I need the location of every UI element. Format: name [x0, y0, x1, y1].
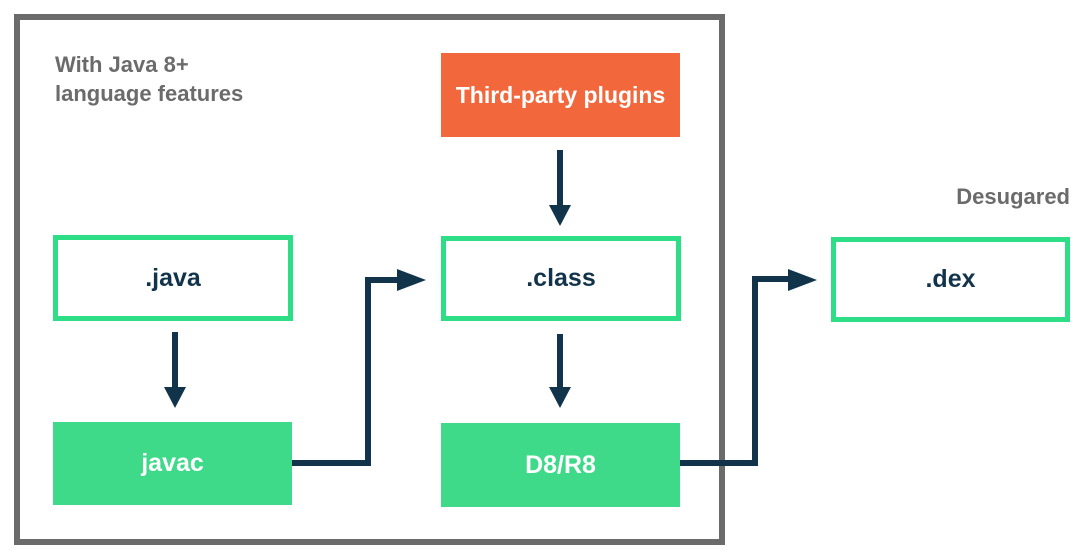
- caption-line1: With Java 8+: [55, 52, 189, 77]
- arrow-d8r8-to-dex-segment-vertical: [752, 276, 758, 466]
- arrow-thirdparty-to-class-shaft: [557, 150, 563, 205]
- node-javac-compiler: javac: [53, 422, 292, 505]
- node-javac-compiler-label: javac: [141, 449, 204, 477]
- compilation-boundary-frame: [14, 14, 725, 545]
- node-dex-file: .dex: [831, 237, 1070, 322]
- caption-line2: language features: [55, 81, 244, 106]
- arrow-javac-to-class-segment-vertical: [365, 277, 371, 466]
- desugared-label: Desugared: [956, 184, 1070, 209]
- arrow-javac-to-class-segment-top: [365, 277, 397, 283]
- node-java-file-label: .java: [145, 263, 201, 292]
- node-third-party-plugins-label: Third-party plugins: [455, 81, 666, 108]
- node-d8r8-compiler: D8/R8: [441, 423, 680, 507]
- arrow-javac-to-class-segment-bottom: [292, 460, 371, 466]
- node-java-file: .java: [53, 235, 293, 321]
- arrow-down-icon: [549, 387, 571, 408]
- node-d8r8-compiler-label: D8/R8: [525, 450, 596, 479]
- arrow-right-icon: [788, 269, 817, 291]
- node-class-file-label: .class: [526, 264, 596, 292]
- arrow-class-to-d8r8-shaft: [557, 334, 563, 387]
- caption-java8-features: With Java 8+ language features: [55, 50, 243, 108]
- node-class-file: .class: [441, 236, 681, 321]
- arrow-right-icon: [397, 269, 426, 291]
- arrow-down-icon: [164, 387, 186, 408]
- arrow-d8r8-to-dex-segment-top: [752, 276, 788, 282]
- arrow-d8r8-to-dex-segment-bottom: [680, 460, 758, 466]
- arrow-java-to-javac-shaft: [172, 332, 178, 387]
- arrow-down-icon: [549, 205, 571, 226]
- node-third-party-plugins: Third-party plugins: [441, 53, 680, 137]
- node-dex-file-label: .dex: [925, 265, 976, 293]
